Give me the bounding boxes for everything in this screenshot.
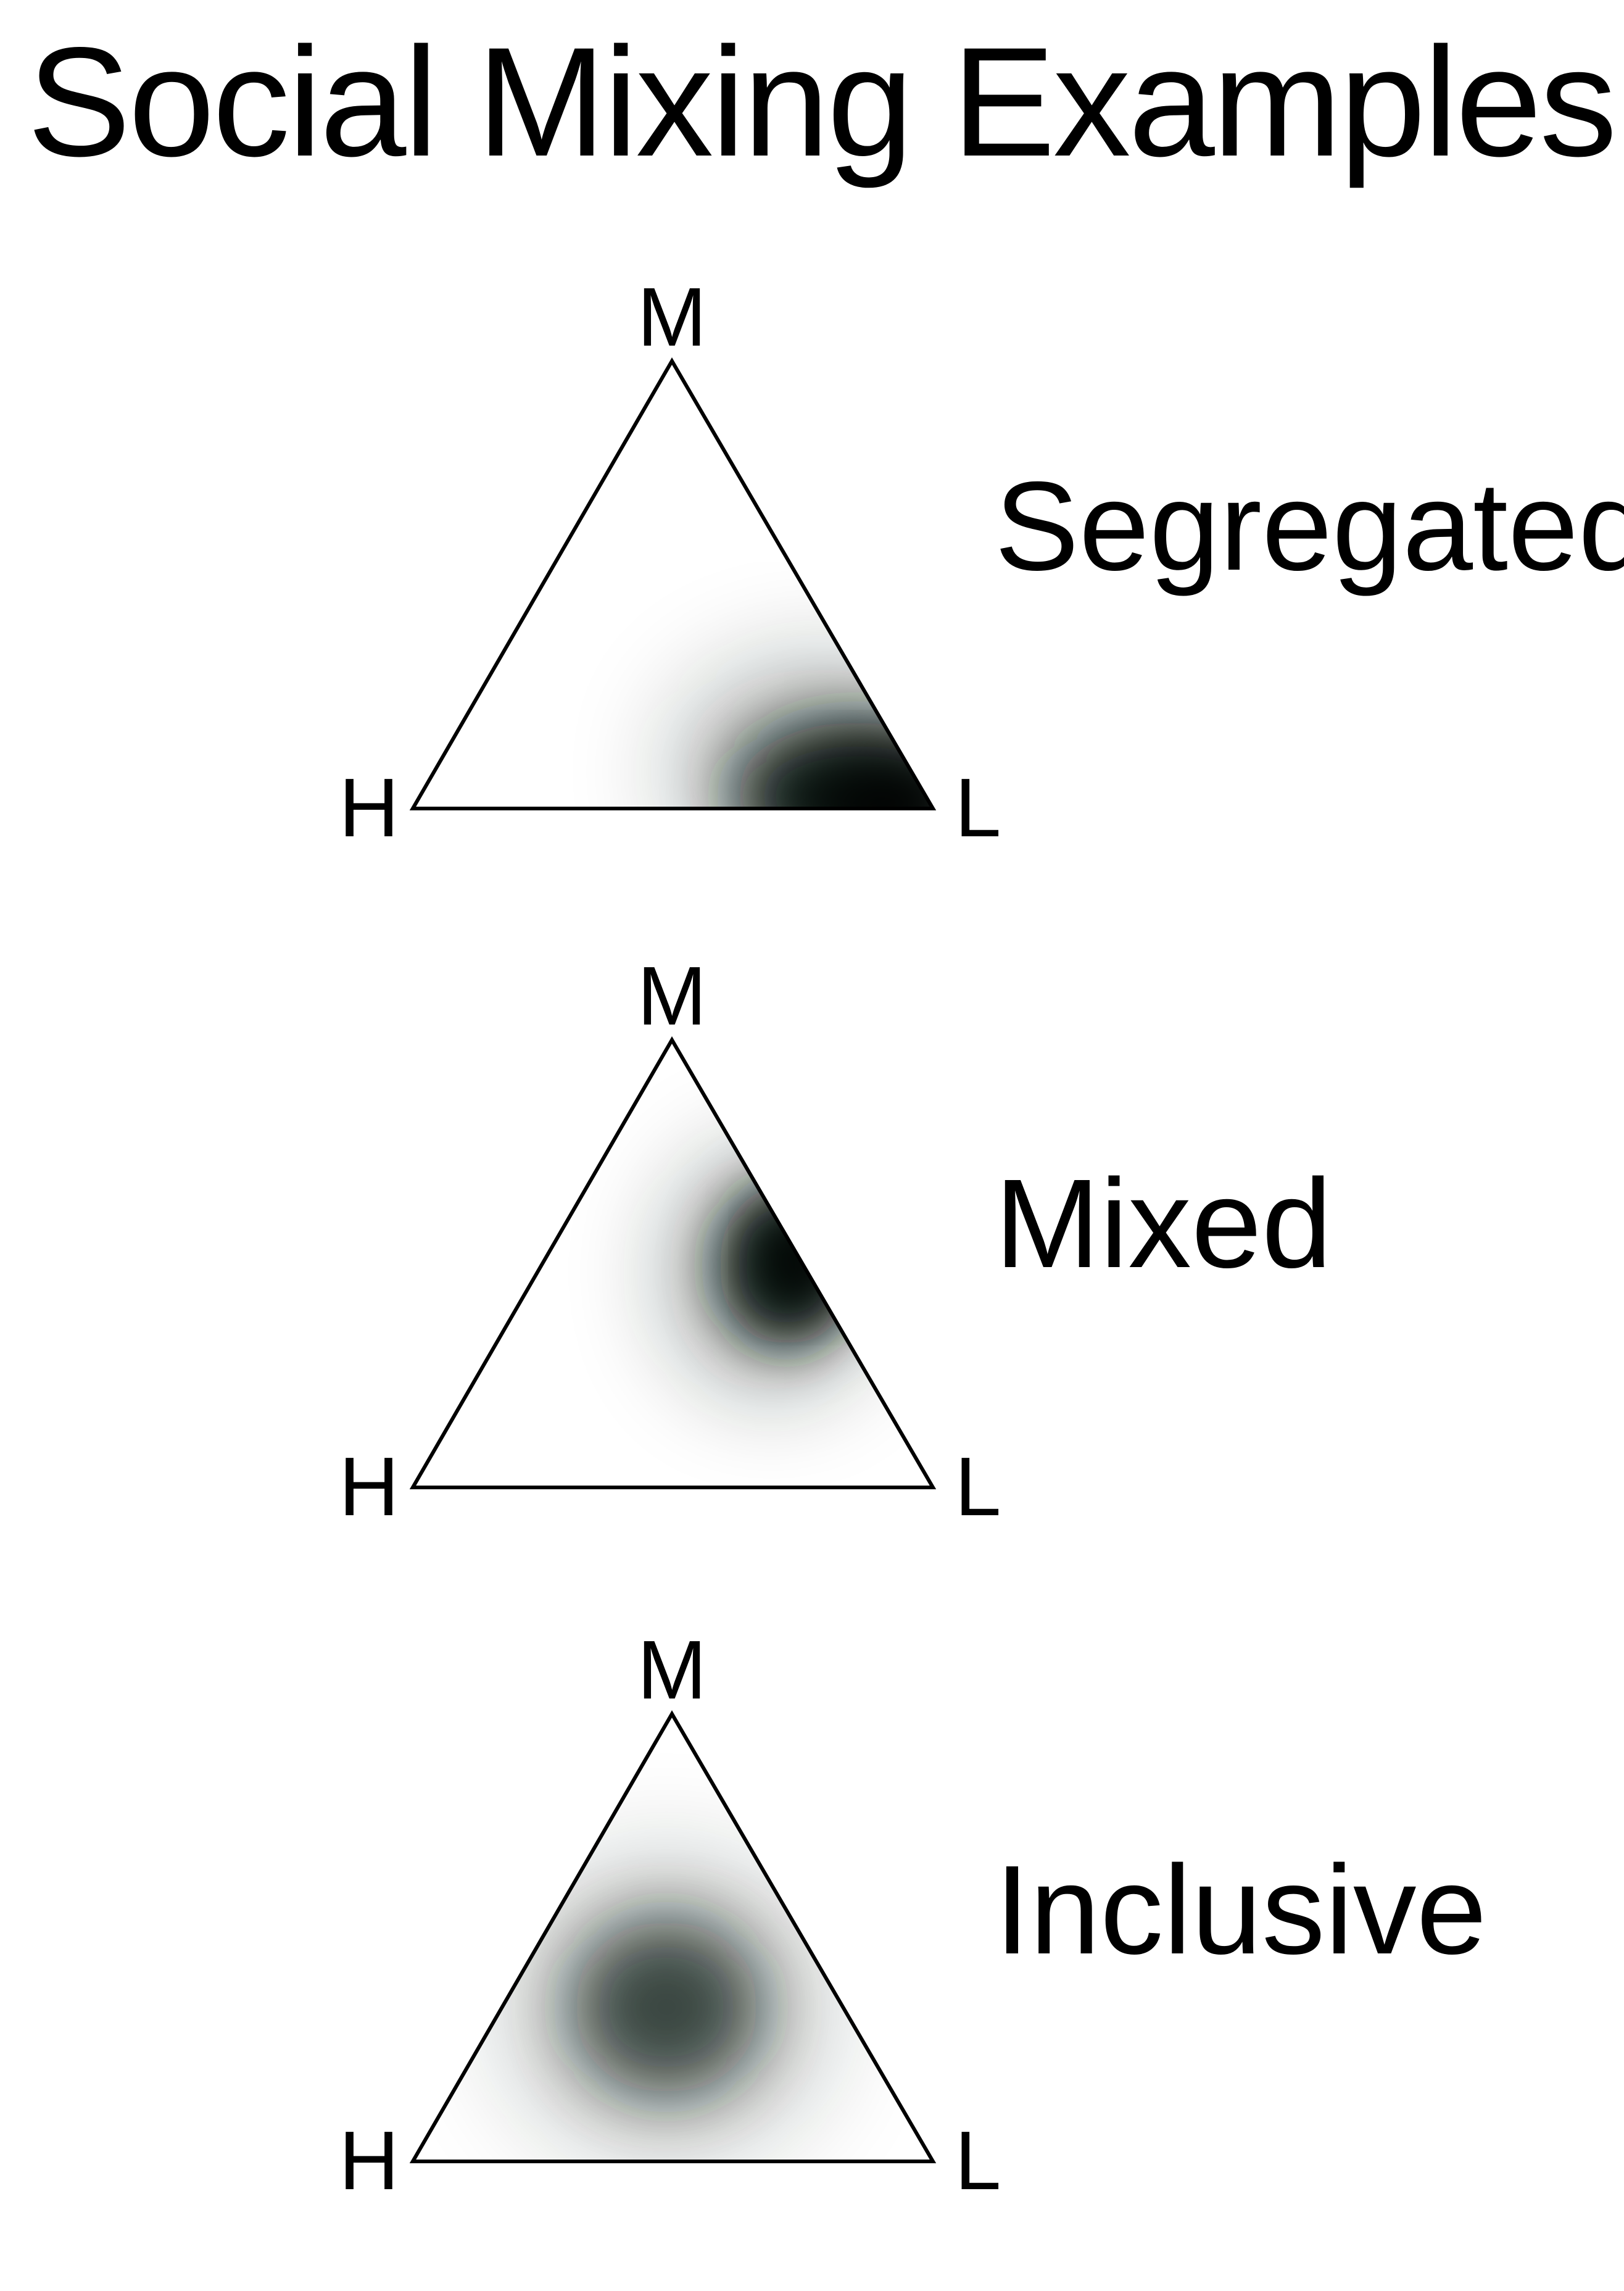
triangle-outline: [409, 357, 937, 810]
ternary-diagram-segregated: M H L: [339, 270, 1001, 854]
vertex-label-l: L: [955, 1440, 1001, 1533]
density-shading: [666, 1148, 876, 1395]
vertex-label-h: H: [339, 1440, 399, 1533]
vertex-label-l: L: [955, 2114, 1001, 2207]
triangle-outline: [409, 1036, 937, 1489]
panel-label-inclusive: Inclusive: [995, 1839, 1487, 1981]
triangle-outline: [409, 1710, 937, 2163]
diagram-panel-inclusive: M H L Inclusive: [0, 1612, 1624, 2291]
panel-label-segregated: Segregated: [995, 455, 1624, 597]
density-shading: [506, 1859, 827, 2155]
ternary-diagram-inclusive: M H L: [339, 1623, 1001, 2207]
vertex-label-m: M: [637, 1623, 706, 1716]
diagram-panel-mixed: M H L Mixed: [0, 938, 1624, 1617]
diagram-panel-segregated: M H L Segregated: [0, 259, 1624, 938]
vertex-label-l: L: [955, 761, 1001, 854]
vertex-label-m: M: [637, 270, 706, 364]
density-shading: [679, 667, 933, 809]
vertex-label-m: M: [637, 949, 706, 1042]
page-title: Social Mixing Examples: [27, 15, 1617, 189]
vertex-label-h: H: [339, 761, 399, 854]
ternary-diagram-mixed: M H L: [339, 949, 1001, 1533]
panel-label-mixed: Mixed: [995, 1153, 1332, 1294]
vertex-label-h: H: [339, 2114, 399, 2207]
